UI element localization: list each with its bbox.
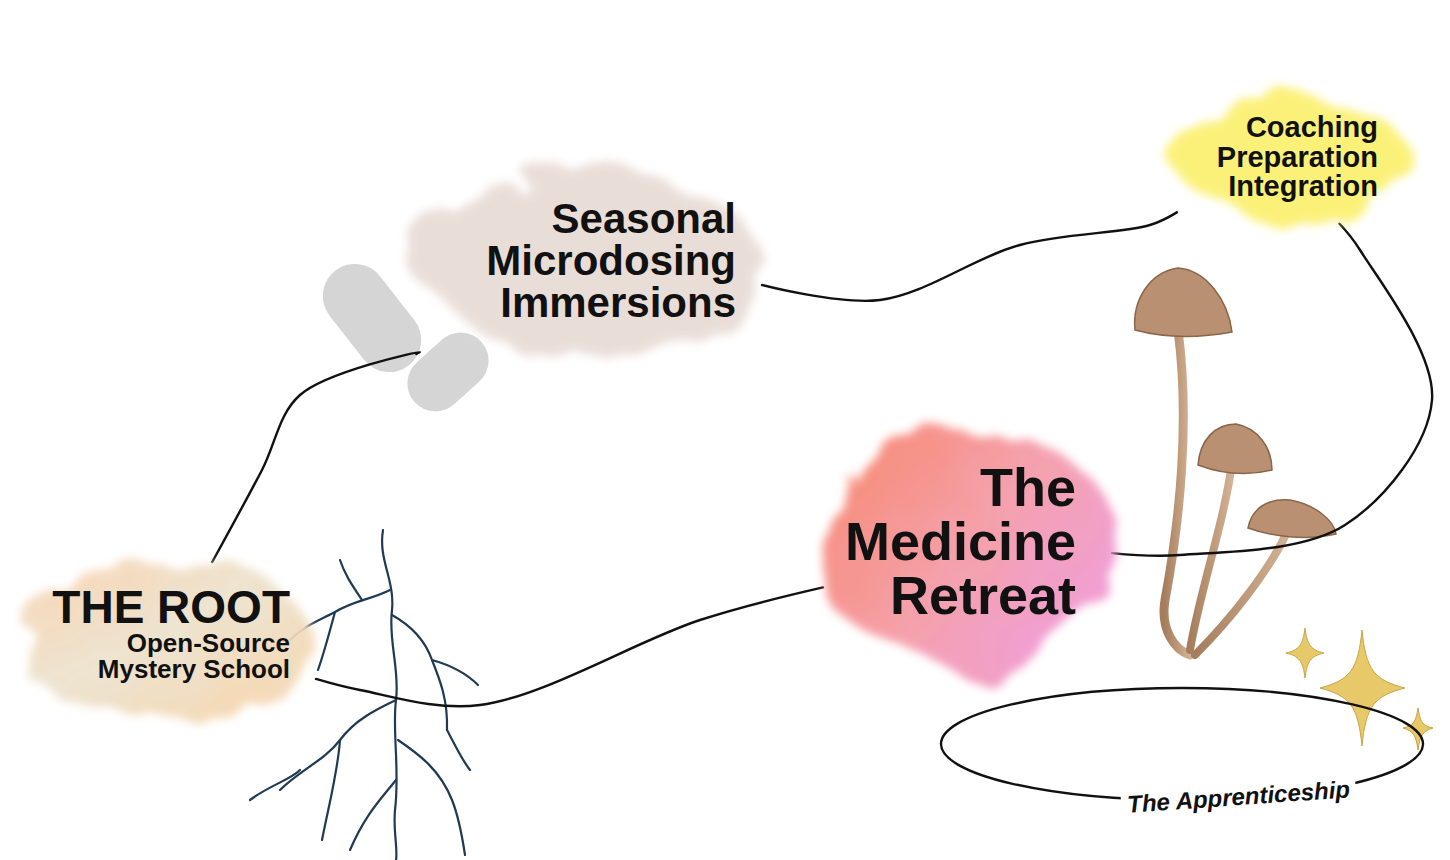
- mushroom-illustration: [1135, 268, 1336, 655]
- root-illustration: [250, 530, 478, 860]
- heading-label: THE ROOT: [40, 584, 290, 630]
- watercolor-node: Seasonal Microdosing Immersions: [416, 168, 762, 358]
- loop-ellipse: The Apprenticeship: [938, 682, 1426, 814]
- watercolor-node: The Medicine Retreat: [823, 428, 1112, 670]
- offering-label: The Apprenticeship: [1120, 775, 1356, 818]
- offering-label: Seasonal Microdosing Immersions: [486, 198, 736, 324]
- offering-label: The Medicine Retreat: [845, 460, 1076, 622]
- loop-connector: [762, 212, 1177, 300]
- offering-label: Coaching Preparation Integration: [1217, 113, 1378, 202]
- loop-connector: [1112, 224, 1432, 556]
- loop-connector: [212, 352, 420, 562]
- sparkle-icon: [1286, 628, 1433, 750]
- watercolor-node: THE ROOTOpen-Source Mystery School: [22, 562, 316, 722]
- subheading-label: Open-Source Mystery School: [40, 630, 290, 682]
- watercolor-node: Coaching Preparation Integration: [1177, 95, 1402, 224]
- loop-connector: [316, 587, 823, 706]
